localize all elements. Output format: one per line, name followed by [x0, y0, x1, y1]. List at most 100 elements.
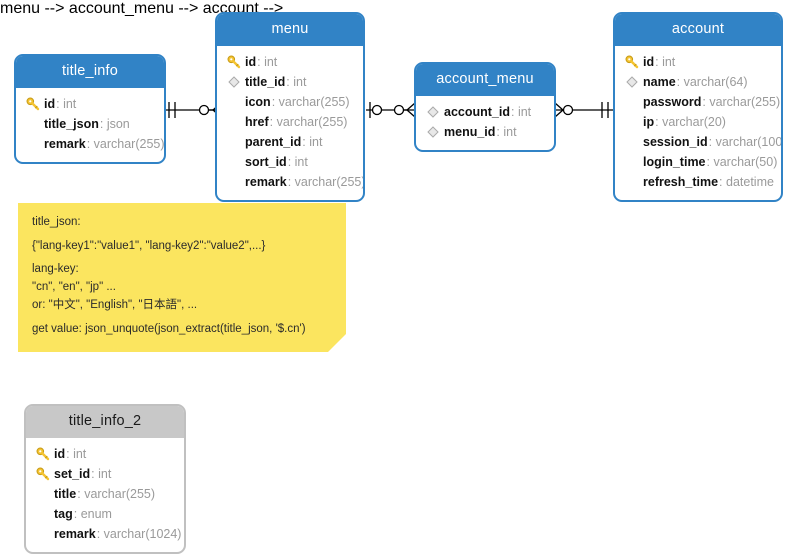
- note-line: title_json:: [32, 216, 81, 228]
- field-row[interactable]: tag: enum: [34, 504, 176, 524]
- field-row[interactable]: remark: varchar(255): [24, 134, 164, 154]
- field-name: account_id: [444, 104, 510, 119]
- entity-title-title_info_2: title_info_2: [26, 406, 184, 438]
- relationship-menu-account_menu: [366, 102, 416, 118]
- field-name: name: [643, 74, 676, 89]
- field-name: remark: [54, 526, 96, 541]
- blank-icon: [623, 93, 641, 111]
- field-type: : int: [302, 134, 323, 149]
- entity-table-account[interactable]: account id: int name: varchar(64): [613, 12, 783, 202]
- field-row[interactable]: login_time: varchar(50): [623, 152, 777, 172]
- entity-fields-menu: id: int title_id: int icon: varchar(255)…: [217, 46, 363, 200]
- entity-fields-title_info: id: int title_json: json remark: varchar…: [16, 88, 164, 162]
- foreign-key-diamond-icon: [424, 103, 442, 121]
- note-fold-corner-icon: [328, 334, 346, 352]
- field-name: refresh_time: [643, 174, 719, 189]
- field-row[interactable]: icon: varchar(255): [225, 92, 355, 112]
- field-name: id: [245, 54, 257, 69]
- field-row[interactable]: session_id: varchar(100): [623, 132, 781, 152]
- field-row[interactable]: name: varchar(64): [623, 72, 773, 92]
- primary-key-icon: [34, 465, 52, 483]
- field-name: title_id: [245, 74, 286, 89]
- field-row[interactable]: id: int: [24, 94, 156, 114]
- foreign-key-diamond-icon: [424, 123, 442, 141]
- blank-icon: [623, 173, 641, 191]
- field-row[interactable]: ip: varchar(20): [623, 112, 773, 132]
- field-type: : int: [655, 54, 676, 69]
- entity-fields-title_info_2: id: int set_id: int title: varchar(255) …: [26, 438, 184, 552]
- note-line: lang-key:: [32, 263, 79, 276]
- entity-table-title_info[interactable]: title_info id: int title_json: json rema…: [14, 54, 166, 164]
- field-type: : varchar(100): [708, 134, 783, 149]
- blank-icon: [24, 135, 42, 153]
- field-name: remark: [44, 136, 86, 151]
- field-row[interactable]: account_id: int: [424, 102, 546, 122]
- field-row[interactable]: remark: varchar(1024): [34, 524, 181, 544]
- field-row[interactable]: remark: varchar(255): [225, 172, 363, 192]
- note-line: "cn", "en", "jp" ...: [32, 281, 116, 294]
- field-name: title: [54, 486, 77, 501]
- entity-table-menu[interactable]: menu id: int title_id: int: [215, 12, 365, 202]
- field-name: id: [643, 54, 655, 69]
- field-row[interactable]: menu_id: int: [424, 122, 546, 142]
- field-row[interactable]: parent_id: int: [225, 132, 355, 152]
- field-type: : varchar(50): [706, 154, 778, 169]
- entity-title-account_menu: account_menu: [416, 64, 554, 96]
- field-name: session_id: [643, 134, 708, 149]
- sticky-note-text: title_json: {"lang-key1":"value1", "lang…: [18, 203, 346, 348]
- field-row[interactable]: title_id: int: [225, 72, 355, 92]
- field-type: : int: [496, 124, 517, 139]
- blank-icon: [623, 133, 641, 151]
- field-type: : varchar(255): [86, 136, 165, 151]
- field-type: : varchar(64): [676, 74, 748, 89]
- field-row[interactable]: id: int: [225, 52, 355, 72]
- field-row[interactable]: password: varchar(255): [623, 92, 780, 112]
- field-type: : int: [511, 104, 532, 119]
- field-type: : varchar(255): [77, 486, 156, 501]
- field-row[interactable]: title_json: json: [24, 114, 156, 134]
- field-name: tag: [54, 506, 73, 521]
- field-row[interactable]: href: varchar(255): [225, 112, 355, 132]
- field-name: href: [245, 114, 269, 129]
- blank-icon: [225, 133, 243, 151]
- field-type: : int: [286, 74, 307, 89]
- field-type: : int: [56, 96, 77, 111]
- field-name: remark: [245, 174, 287, 189]
- entity-fields-account: id: int name: varchar(64) password: varc…: [615, 46, 781, 200]
- primary-key-icon: [225, 53, 243, 71]
- field-row[interactable]: refresh_time: datetime: [623, 172, 774, 192]
- field-name: id: [54, 446, 66, 461]
- entity-title-menu: menu: [217, 14, 363, 46]
- field-row[interactable]: title: varchar(255): [34, 484, 176, 504]
- blank-icon: [225, 173, 243, 191]
- field-type: : enum: [73, 506, 112, 521]
- field-row[interactable]: sort_id: int: [225, 152, 355, 172]
- primary-key-icon: [623, 53, 641, 71]
- blank-icon: [623, 113, 641, 131]
- note-line: {"lang-key1":"value1", "lang-key2":"valu…: [32, 239, 266, 252]
- field-name: login_time: [643, 154, 706, 169]
- field-row[interactable]: id: int: [34, 444, 176, 464]
- primary-key-icon: [34, 445, 52, 463]
- blank-icon: [225, 93, 243, 111]
- entity-table-account_menu[interactable]: account_menu account_id: int menu_id: in…: [414, 62, 556, 152]
- entity-fields-account_menu: account_id: int menu_id: int: [416, 96, 554, 150]
- blank-icon: [24, 115, 42, 133]
- relationship-title_info-menu: [160, 102, 222, 118]
- field-row[interactable]: set_id: int: [34, 464, 176, 484]
- field-type: : int: [91, 466, 112, 481]
- field-name: sort_id: [245, 154, 287, 169]
- field-row[interactable]: id: int: [623, 52, 773, 72]
- field-name: parent_id: [245, 134, 302, 149]
- field-type: : varchar(20): [655, 114, 726, 129]
- field-type: : json: [99, 116, 130, 131]
- blank-icon: [225, 113, 243, 131]
- field-type: : varchar(255): [271, 94, 350, 109]
- field-name: menu_id: [444, 124, 496, 139]
- sticky-note-title_json[interactable]: title_json: {"lang-key1":"value1", "lang…: [18, 203, 346, 352]
- entity-table-title_info_2[interactable]: title_info_2 id: int: [24, 404, 186, 554]
- entity-title-title_info: title_info: [16, 56, 164, 88]
- field-type: : varchar(255): [287, 174, 365, 189]
- blank-icon: [623, 153, 641, 171]
- foreign-key-diamond-icon: [623, 73, 641, 91]
